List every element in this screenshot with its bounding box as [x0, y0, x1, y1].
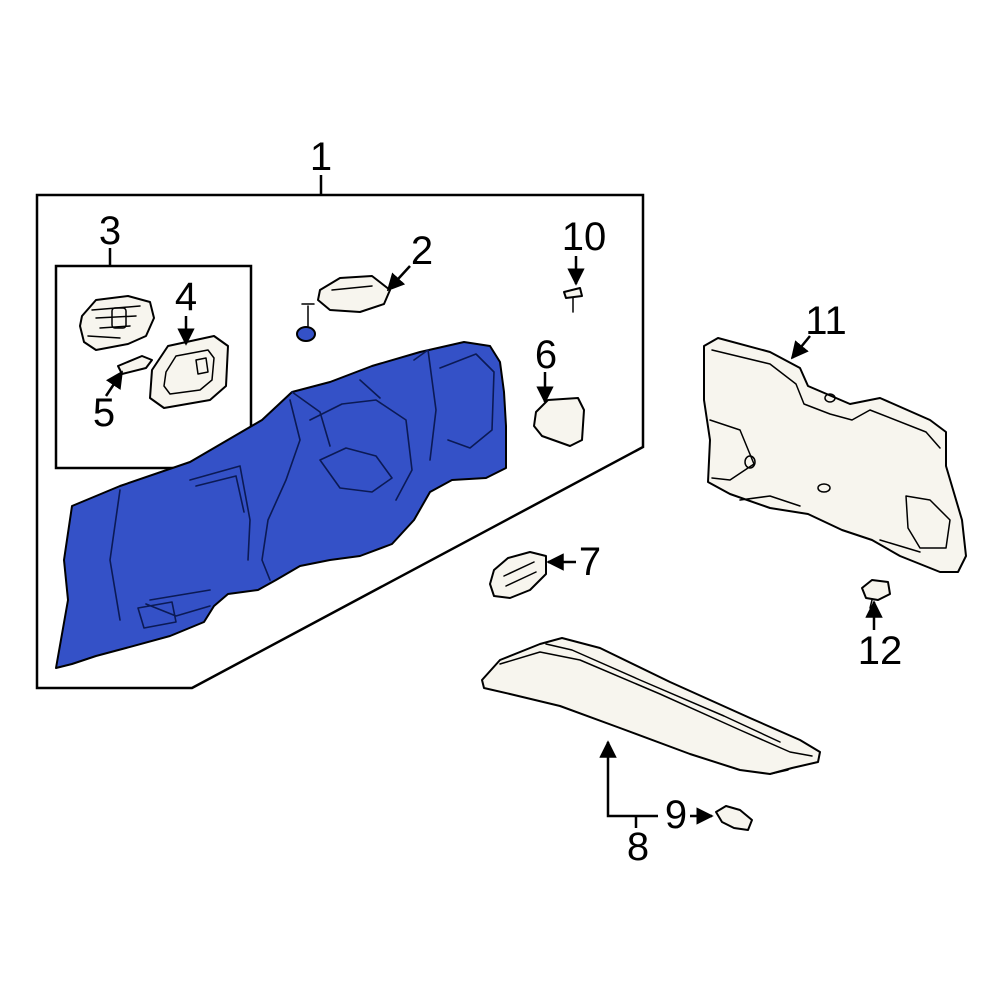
callout-3[interactable]: 3 [99, 209, 121, 253]
part-2-nut [296, 326, 316, 342]
part-3-latch-assembly[interactable] [79, 295, 155, 351]
callout-11-leader [790, 335, 811, 360]
part-1-trunk-side-trim[interactable] [55, 341, 507, 669]
part-1-group-box [35, 193, 645, 690]
part-10-push-clip[interactable] [563, 287, 583, 313]
callout-4[interactable]: 4 [175, 275, 197, 319]
callout-6[interactable]: 6 [535, 333, 557, 377]
callout-10[interactable]: 10 [562, 215, 607, 259]
callout-12[interactable]: 12 [858, 629, 903, 673]
callout-11[interactable]: 11 [805, 299, 847, 343]
callout-2-leader [386, 265, 411, 292]
callout-2[interactable]: 2 [411, 229, 433, 273]
callout-5[interactable]: 5 [93, 391, 115, 435]
part-2-cover-lid[interactable] [317, 275, 391, 313]
callout-8[interactable]: 8 [627, 825, 649, 869]
part-2-screw [301, 303, 315, 327]
part-11-trunk-panel[interactable] [703, 337, 967, 573]
part-5-clip[interactable] [117, 355, 153, 375]
part-6-access-lid[interactable] [533, 397, 585, 447]
part-4-cover-bezel[interactable] [149, 335, 229, 409]
part-3-group-box [54, 264, 253, 470]
part-7-bracket[interactable] [489, 551, 547, 599]
callout-5-leader [104, 370, 124, 397]
callout-1[interactable]: 1 [310, 135, 332, 179]
part-12-push-clip[interactable] [861, 579, 891, 609]
callout-9[interactable]: 9 [665, 793, 687, 837]
callout-8-leader [599, 740, 636, 818]
part-8-rear-shelf[interactable] [481, 637, 821, 775]
callout-7[interactable]: 7 [579, 540, 601, 584]
part-9-clip[interactable] [715, 805, 753, 831]
